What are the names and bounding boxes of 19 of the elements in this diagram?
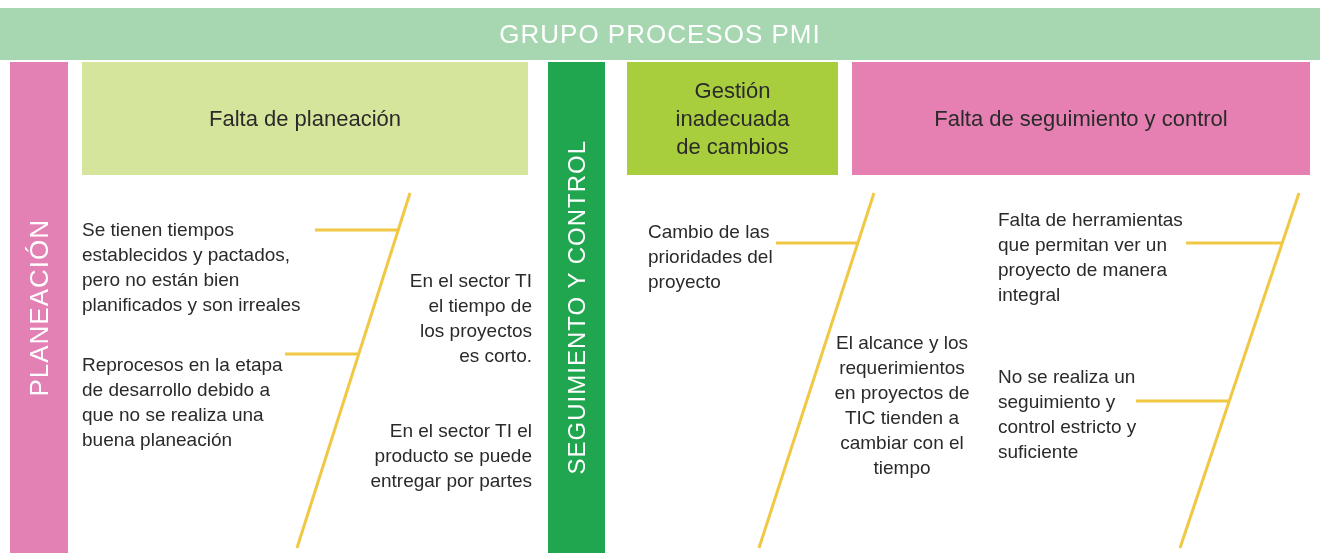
note-text: El alcance y los requerimientos en proyectos de TIC tienden a cambiar con el tiempo bbox=[833, 331, 971, 480]
leader-line bbox=[1136, 399, 1230, 403]
cause-text: Reprocesos en la etapa de desarrollo debido a que no se realiza una buena planeación bbox=[82, 352, 287, 452]
category-box: Falta de planeación bbox=[82, 62, 528, 175]
cause-text: Cambio de las prioridades del proyecto bbox=[648, 219, 778, 294]
cause-text: Falta de herramientas que permitan ver un proyecto de manera integral bbox=[998, 207, 1188, 307]
category-box: Falta de seguimiento y control bbox=[852, 62, 1310, 175]
side-band: SEGUIMIENTO Y CONTROL bbox=[548, 62, 605, 553]
cause-text: No se realiza un seguimiento y control estricto y suficiente bbox=[998, 364, 1138, 464]
note-text: En el sector TI el producto se puede entregar por partes bbox=[369, 419, 532, 493]
leader-line bbox=[1186, 241, 1283, 245]
category-box: Gestión inadecuada de cambios bbox=[627, 62, 838, 175]
note-text: En el sector TI el tiempo de los proyectos es corto. bbox=[408, 269, 532, 368]
leader-line bbox=[285, 352, 359, 356]
leader-line bbox=[315, 228, 399, 232]
side-band: PLANEACIÓN bbox=[10, 62, 68, 553]
leader-line bbox=[776, 241, 858, 245]
header-band: GRUPO PROCESOS PMI bbox=[0, 8, 1320, 60]
cause-text: Se tienen tiempos establecidos y pactados, pero no están bien planificados y son irreales bbox=[82, 217, 317, 317]
